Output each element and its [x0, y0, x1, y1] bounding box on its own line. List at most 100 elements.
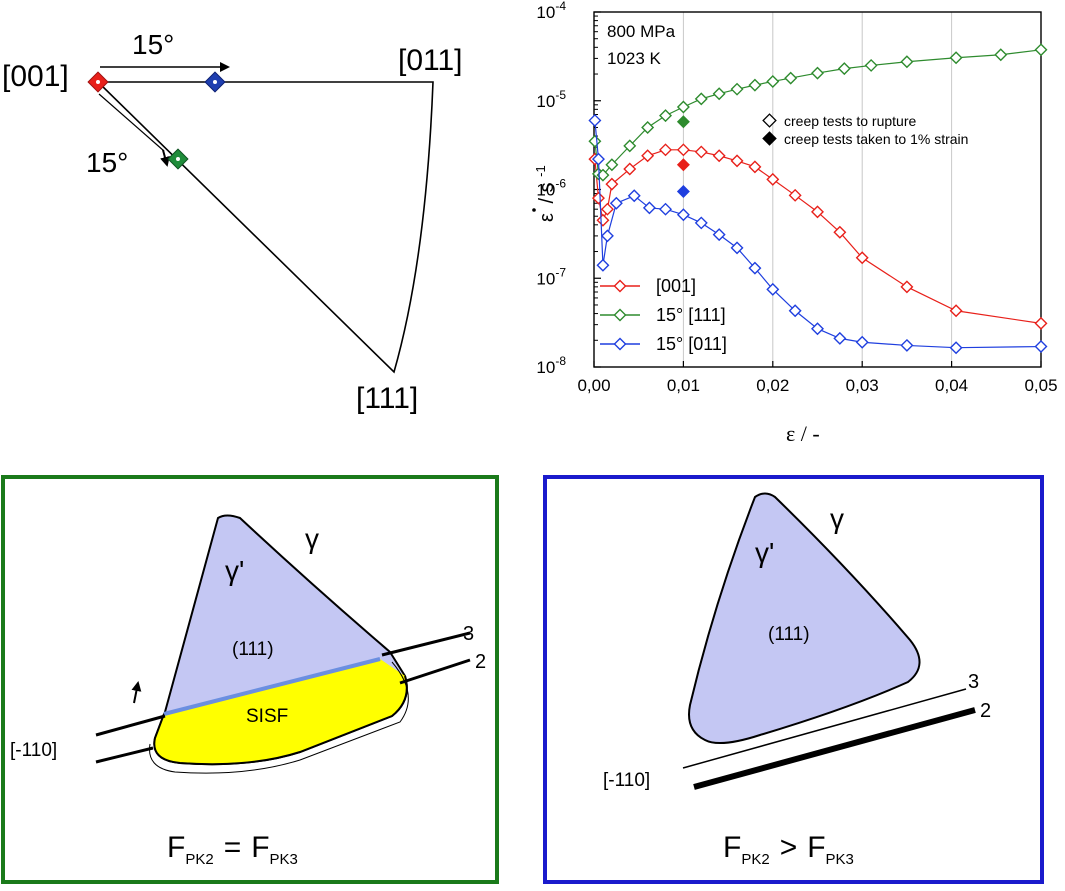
- corner-label-001: [001]: [2, 60, 69, 93]
- data-point: [766, 74, 780, 88]
- data-point: [623, 162, 637, 176]
- data-point: [788, 188, 802, 202]
- data-point: [900, 55, 914, 69]
- force-relation: FPK2>FPK3: [723, 831, 854, 868]
- data-point: [694, 216, 708, 230]
- gamma-prime-label: γ': [755, 537, 774, 568]
- data-point: [811, 66, 824, 80]
- angle-label-diag: 15°: [86, 147, 128, 178]
- gamma-prime-label: γ': [225, 555, 244, 586]
- data-point: [900, 280, 914, 294]
- data-point: [1034, 43, 1048, 57]
- dislocation-line-3-right: [381, 631, 471, 657]
- data-point: [641, 120, 655, 134]
- data-point: [676, 143, 690, 157]
- triangle-outline: [96, 81, 434, 374]
- data-point: [855, 251, 869, 265]
- line-label-2: 2: [475, 651, 486, 673]
- panel-left-border: [1, 475, 499, 884]
- sisf-outline: [153, 675, 408, 766]
- x-tick-label: 0,01: [667, 376, 700, 395]
- series-group: [588, 113, 1048, 355]
- gamma-label: γ: [830, 503, 844, 534]
- data-point: [949, 304, 963, 318]
- data-point: [591, 191, 605, 205]
- data-point: [730, 154, 744, 168]
- fault-label: SISF: [246, 706, 288, 727]
- y-axis-dot-icon: [532, 208, 536, 212]
- data-point: [588, 134, 602, 148]
- plane-label: (111): [768, 624, 810, 645]
- y-tick-label: 10-4: [536, 0, 566, 22]
- data-point: [642, 201, 656, 215]
- y-axis-unit-exponent: -1: [533, 165, 548, 177]
- data-point-filled: [676, 115, 690, 129]
- x-tick-label: 0,03: [846, 376, 879, 395]
- arrow-up-icon: [131, 681, 142, 704]
- chart-series: [588, 43, 1048, 355]
- data-point: [748, 261, 762, 275]
- data-point: [623, 139, 637, 153]
- panel-unequal-forces: γ' γ (111) [-110] 3 2 FPK2>FPK3: [543, 475, 1044, 884]
- legend-marker: [613, 279, 627, 293]
- dislocation-line-2-right: [399, 658, 471, 685]
- marker-legend: creep tests to rupture creep tests taken…: [762, 113, 968, 147]
- data-point: [1034, 340, 1048, 354]
- annotation-temperature: 1023 K: [607, 49, 662, 68]
- data-point: [730, 241, 744, 255]
- fault-boundary: [163, 657, 381, 716]
- data-point: [605, 177, 619, 191]
- data-point: [949, 51, 963, 65]
- data-point: [591, 152, 605, 166]
- svg-text:ε / s -1: ε / s -1: [533, 165, 558, 222]
- data-point: [855, 335, 869, 349]
- data-point: [833, 331, 847, 345]
- arrow-diag-icon: [160, 149, 170, 167]
- data-point: [837, 62, 851, 76]
- y-axis-title: ε / s -1: [532, 165, 558, 222]
- y-tick-label: 10-5: [536, 88, 566, 111]
- line-label-3: 3: [463, 623, 474, 645]
- data-point: [748, 160, 762, 174]
- dislocation-line-3: [682, 688, 967, 769]
- x-tick-label: 0,05: [1024, 376, 1057, 395]
- data-point: [811, 205, 824, 219]
- x-axis-title: ε / -: [786, 421, 820, 446]
- panel-right-border: [543, 475, 1044, 884]
- orientation-marker-green: [167, 148, 189, 170]
- sisf-region: [154, 659, 407, 765]
- dislocation-line-2: [693, 707, 976, 790]
- series-group: [588, 143, 1048, 330]
- y-axis-unit: / s: [536, 182, 558, 203]
- legend-marker: [613, 308, 627, 322]
- data-point: [949, 341, 963, 355]
- series-group: [588, 43, 1048, 182]
- data-point: [676, 100, 690, 114]
- data-point: [600, 202, 614, 216]
- data-point: [833, 225, 847, 239]
- x-tick-label: 0,00: [577, 376, 610, 395]
- data-point: [605, 158, 619, 172]
- x-tick-label: 0,02: [756, 376, 789, 395]
- legend-label: [001]: [656, 276, 696, 296]
- annotation-stress: 800 MPa: [607, 22, 676, 41]
- legend-open-label: creep tests to rupture: [784, 113, 917, 129]
- direction-line-diag: [98, 93, 165, 152]
- data-point: [811, 322, 824, 336]
- data-point: [748, 78, 762, 92]
- data-point: [600, 229, 614, 243]
- data-point: [730, 82, 744, 96]
- data-point: [588, 113, 602, 127]
- line-label-3: 3: [968, 671, 979, 693]
- data-point: [627, 189, 641, 203]
- stereographic-triangle: [001] [011] [111] 15° 15°: [2, 29, 463, 415]
- x-tick-label: 0,04: [935, 376, 968, 395]
- data-point: [659, 143, 673, 157]
- y-tick-label: 10-6: [536, 177, 566, 200]
- data-point: [712, 228, 726, 242]
- line-label-2: 2: [980, 700, 991, 722]
- data-point: [676, 208, 690, 222]
